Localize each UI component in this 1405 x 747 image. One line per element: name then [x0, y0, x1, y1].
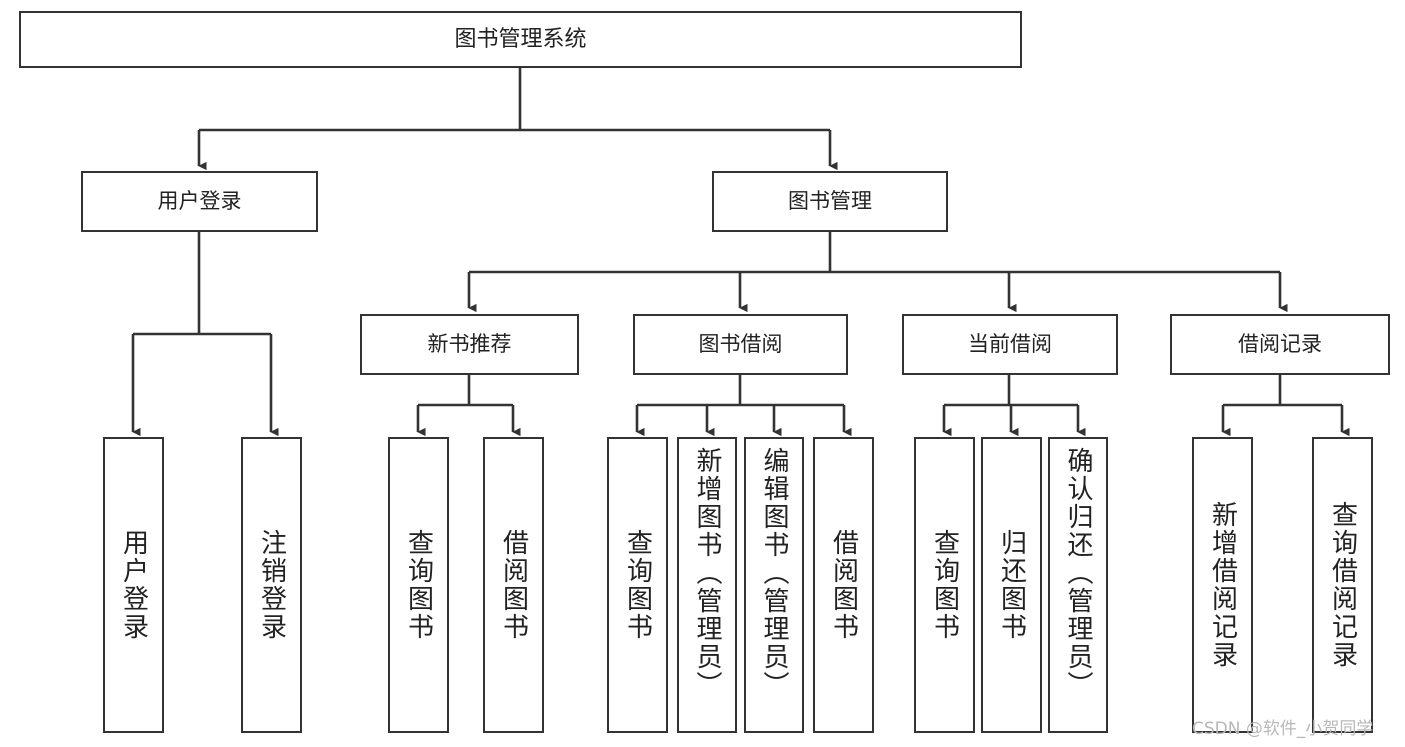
leaf-query-book-recommendation[interactable]: 查询图书	[388, 437, 449, 733]
node-label: 借阅记录	[1238, 332, 1322, 357]
node-label: 查询图书	[622, 529, 653, 641]
node-label: 查询图书	[403, 529, 434, 641]
node-label: 新增借阅记录	[1207, 501, 1238, 669]
node-label: 当前借阅	[968, 332, 1052, 357]
leaf-confirm-return-admin[interactable]: 确认归还（管理员）	[1048, 437, 1108, 733]
leaf-return-book[interactable]: 归还图书	[981, 437, 1042, 733]
leaf-borrow-book[interactable]: 借阅图书	[813, 437, 874, 733]
node-label: 新增图书（管理员）	[692, 447, 722, 699]
leaf-query-book-borrow[interactable]: 查询图书	[607, 437, 668, 733]
node-user-login[interactable]: 用户登录	[81, 171, 318, 232]
node-label: 借阅图书	[828, 529, 859, 641]
node-label: 查询图书	[929, 529, 960, 641]
node-label: 用户登录	[157, 189, 242, 214]
node-label: 新书推荐	[427, 332, 512, 357]
leaf-user-login[interactable]: 用户登录	[103, 437, 164, 733]
node-book-borrow[interactable]: 图书借阅	[633, 314, 848, 375]
node-label: 查询借阅记录	[1327, 501, 1358, 669]
node-borrow-record[interactable]: 借阅记录	[1170, 314, 1390, 375]
leaf-query-book-current[interactable]: 查询图书	[914, 437, 975, 733]
node-label: 图书借阅	[698, 332, 783, 357]
node-label: 确认归还（管理员）	[1063, 447, 1093, 699]
node-new-book-recommendation[interactable]: 新书推荐	[360, 314, 579, 375]
leaf-logout[interactable]: 注销登录	[241, 437, 302, 733]
watermark: CSDN @软件_小贺同学	[1192, 719, 1374, 739]
node-label: 用户登录	[118, 529, 149, 641]
node-label: 编辑图书（管理员）	[759, 447, 789, 699]
node-label: 图书管理系统	[454, 26, 587, 52]
node-current-borrow[interactable]: 当前借阅	[902, 314, 1118, 375]
node-label: 借阅图书	[498, 529, 529, 641]
leaf-edit-book-admin[interactable]: 编辑图书（管理员）	[744, 437, 804, 733]
leaf-add-book-admin[interactable]: 新增图书（管理员）	[677, 437, 737, 733]
node-book-management[interactable]: 图书管理	[712, 171, 948, 232]
node-label: 图书管理	[788, 189, 872, 214]
node-root-book-management-system[interactable]: 图书管理系统	[19, 11, 1022, 68]
leaf-query-borrow-record[interactable]: 查询借阅记录	[1312, 437, 1373, 733]
leaf-add-borrow-record[interactable]: 新增借阅记录	[1192, 437, 1253, 733]
leaf-borrow-book-recommendation[interactable]: 借阅图书	[483, 437, 544, 733]
node-label: 归还图书	[996, 529, 1027, 641]
node-label: 注销登录	[256, 529, 287, 641]
